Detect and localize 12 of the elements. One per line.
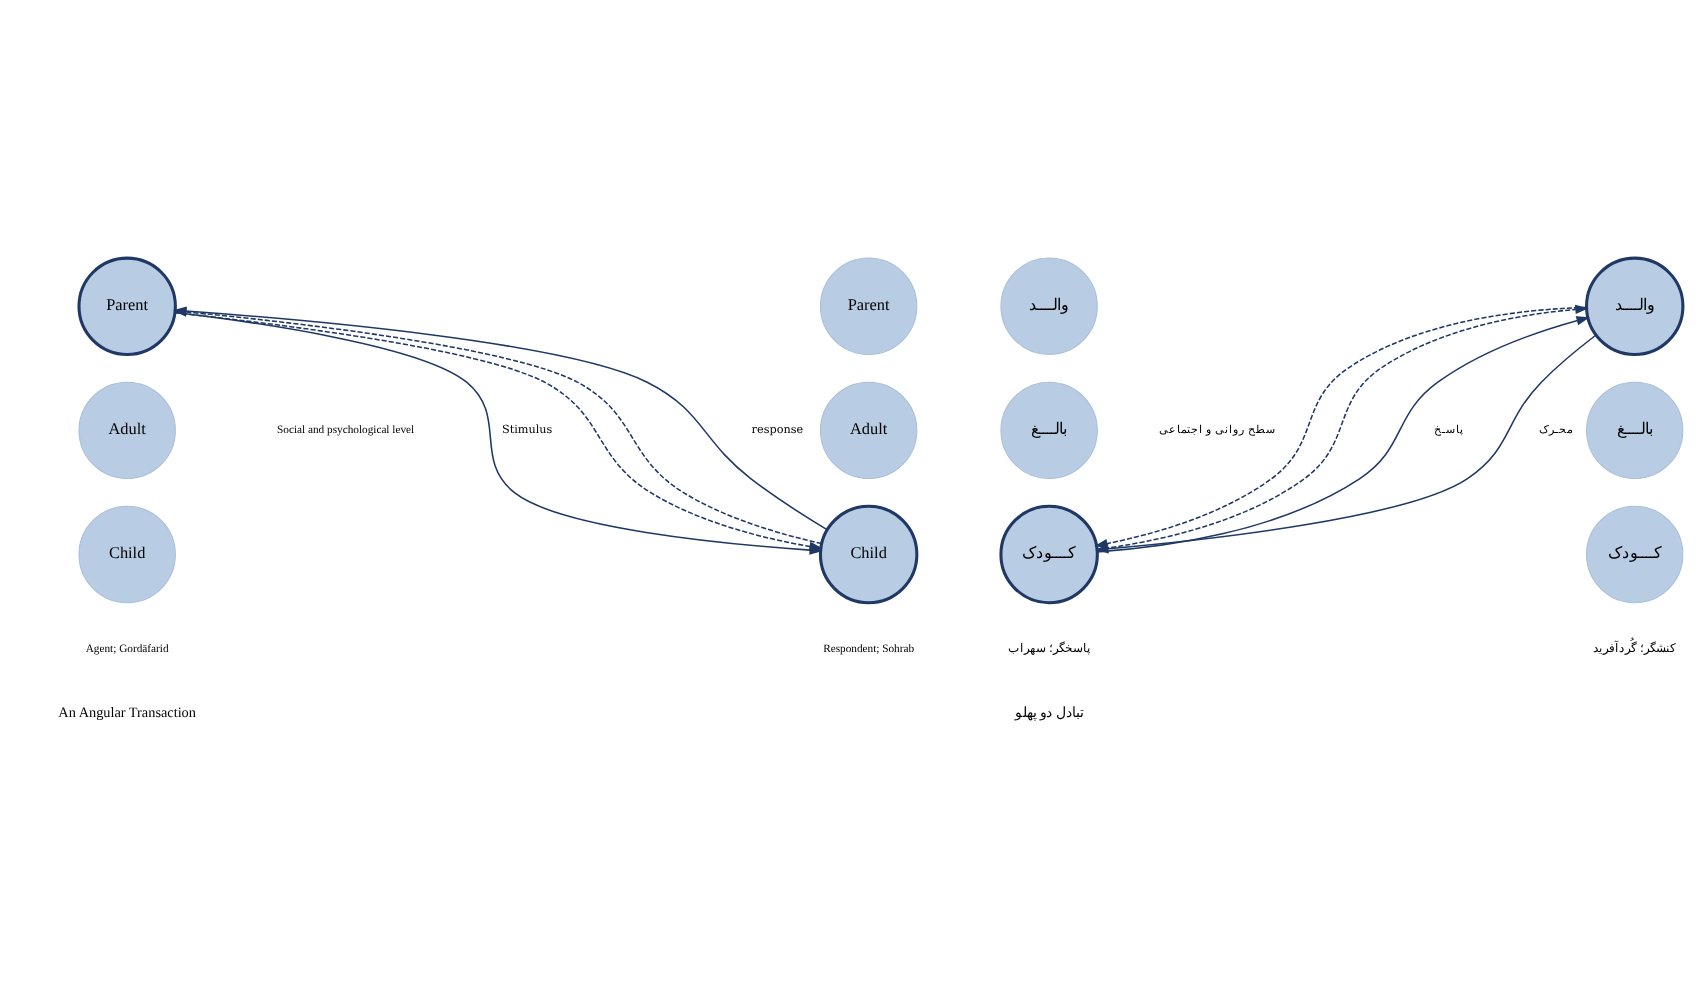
node-circle: Parent — [77, 256, 177, 357]
node-circle: والــــد — [1000, 257, 1098, 355]
node-circle: کــــودک — [999, 504, 1099, 605]
node-circle: کــــودک — [1586, 505, 1684, 604]
node-circle: Parent — [819, 257, 918, 355]
node-circle: Child — [78, 505, 176, 604]
node-circle: بالــــغ — [1586, 381, 1684, 480]
node-circle: بالــــغ — [1000, 381, 1098, 480]
node-circle: Adult — [78, 381, 176, 480]
node-circle: والــــد — [1584, 256, 1685, 357]
node-circle: Adult — [819, 381, 918, 480]
node-circle: Child — [818, 504, 919, 605]
